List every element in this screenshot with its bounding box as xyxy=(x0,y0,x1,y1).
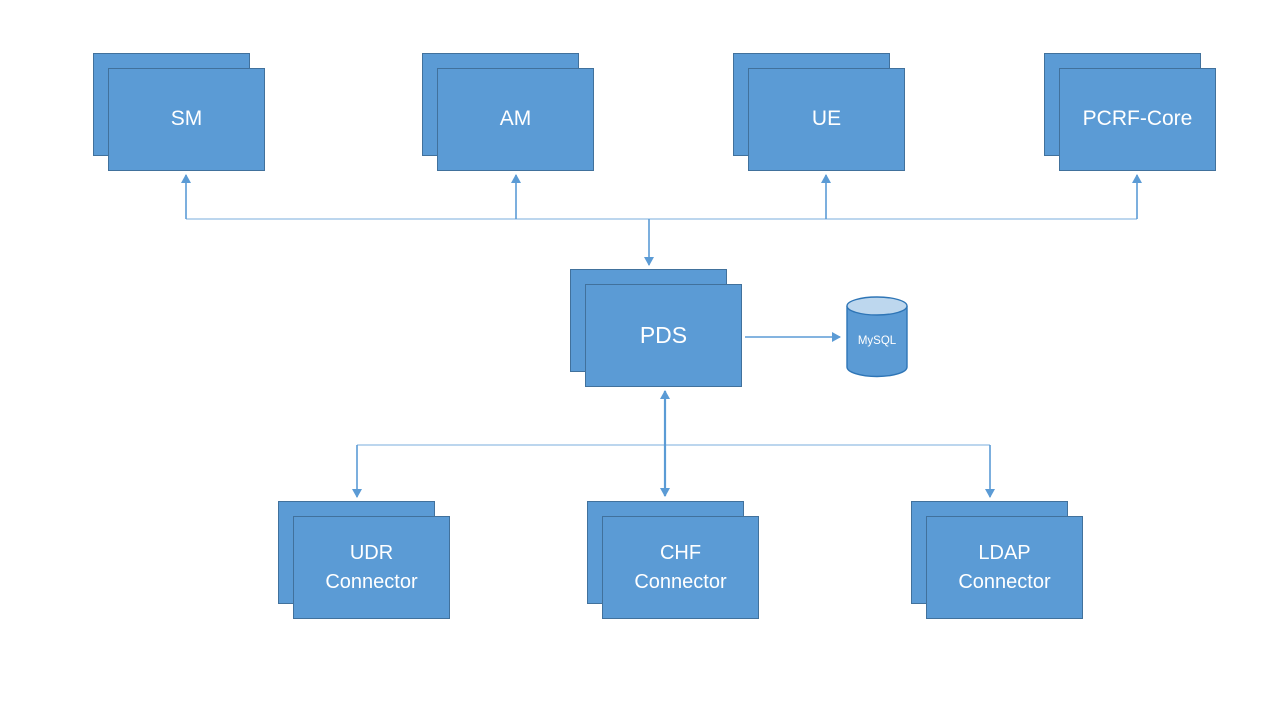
node-sm: SM xyxy=(93,53,265,171)
node-udr-connector-label-line1: UDR xyxy=(349,541,394,564)
node-chf-connector-box: CHF Connector xyxy=(602,516,759,619)
node-udr-connector-label-line2: Connector xyxy=(325,570,418,593)
node-ue-label: UE xyxy=(811,107,842,131)
node-pds: PDS xyxy=(570,269,742,387)
node-sm-label: SM xyxy=(170,107,203,131)
node-chf-connector: CHF Connector xyxy=(587,501,759,619)
node-ue-box: UE xyxy=(748,68,905,171)
node-pds-label: PDS xyxy=(639,321,688,348)
mysql-cylinder-icon xyxy=(846,296,908,378)
mysql-cylinder-top xyxy=(846,296,908,316)
node-am: AM xyxy=(422,53,594,171)
mysql-cylinder-body xyxy=(846,306,908,378)
node-pcrf-core-box: PCRF-Core xyxy=(1059,68,1216,171)
node-ldap-connector-label-line1: LDAP xyxy=(978,541,1031,564)
node-ldap-connector-label-line2: Connector xyxy=(958,570,1051,593)
node-mysql: MySQL xyxy=(846,296,908,378)
node-am-box: AM xyxy=(437,68,594,171)
node-chf-connector-label-line1: CHF xyxy=(659,541,702,564)
node-udr-connector-box: UDR Connector xyxy=(293,516,450,619)
node-ldap-connector-box: LDAP Connector xyxy=(926,516,1083,619)
node-pcrf-core: PCRF-Core xyxy=(1044,53,1216,171)
node-mysql-label: MySQL xyxy=(857,335,897,348)
node-udr-connector: UDR Connector xyxy=(278,501,450,619)
node-ldap-connector: LDAP Connector xyxy=(911,501,1083,619)
node-pcrf-core-label: PCRF-Core xyxy=(1082,107,1193,131)
node-pds-box: PDS xyxy=(585,284,742,387)
node-sm-box: SM xyxy=(108,68,265,171)
node-chf-connector-label-line2: Connector xyxy=(634,570,727,593)
node-am-label: AM xyxy=(499,107,532,131)
node-ue: UE xyxy=(733,53,905,171)
